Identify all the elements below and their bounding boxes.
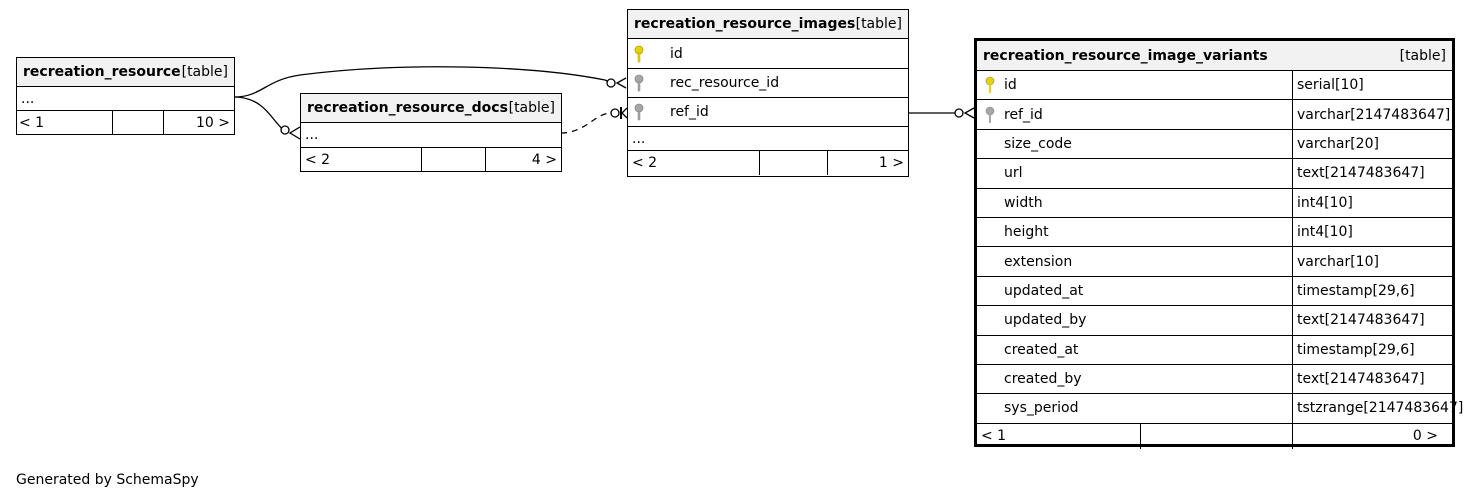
table-footer: < 2 4 > [301, 148, 561, 171]
column-name: updated_at [1004, 282, 1084, 299]
table-kind: [table] [1399, 47, 1446, 64]
table-name: recreation_resource_docs [307, 100, 508, 116]
more-columns: ... [301, 123, 561, 148]
table-header: recreation_resource_docs [table] [301, 94, 561, 123]
column-type: varchar[10] [1292, 247, 1452, 276]
column-row-ref-id[interactable]: ref_id varchar[2147483647] [977, 100, 1452, 130]
column-type: timestamp[29,6] [1292, 335, 1452, 364]
table-recreation-resource-image-variants[interactable]: recreation_resource_image_variants [tabl… [974, 38, 1463, 449]
column-name: id [670, 45, 683, 62]
generated-by-credit: Generated by SchemaSpy [16, 472, 199, 488]
children-count: 0 > [1412, 428, 1438, 445]
table-recreation-resource-docs[interactable]: recreation_resource_docs [table] ... < 2… [300, 93, 562, 172]
column-row-updated-by[interactable]: updated_by text[2147483647] [977, 306, 1452, 336]
children-count: 4 > [531, 151, 557, 168]
table-footer: < 2 1 > [628, 151, 908, 175]
column-type: int4[10] [1292, 188, 1452, 217]
more-columns: ... [17, 87, 234, 111]
foreign-key-icon [985, 100, 995, 128]
column-type: int4[10] [1292, 217, 1452, 247]
column-row-created-by[interactable]: created_by text[2147483647] [977, 364, 1452, 395]
foreign-key-icon [634, 98, 644, 126]
column-name: ref_id [1004, 106, 1043, 123]
column-row-extension[interactable]: extension varchar[10] [977, 247, 1452, 277]
table-footer: < 1 0 > [977, 423, 1452, 449]
column-row-size-code[interactable]: size_code varchar[20] [977, 129, 1452, 160]
column-type: varchar[20] [1292, 129, 1452, 159]
column-name: updated_by [1004, 312, 1087, 329]
table-name: recreation_resource_images [634, 16, 856, 32]
column-type: timestamp[29,6] [1292, 276, 1452, 306]
column-row-height[interactable]: height int4[10] [977, 217, 1452, 248]
column-type: serial[10] [1292, 71, 1452, 100]
parents-count: < 1 [19, 114, 45, 131]
column-type: text[2147483647] [1292, 306, 1452, 335]
column-row-created-at[interactable]: created_at timestamp[29,6] [977, 335, 1452, 365]
primary-key-icon [634, 39, 644, 68]
column-name: size_code [1004, 135, 1072, 152]
column-type: text[2147483647] [1292, 364, 1452, 394]
column-name: sys_period [1004, 400, 1079, 417]
column-name: height [1004, 224, 1049, 241]
parents-count: < 2 [305, 151, 331, 168]
column-row-ref-id[interactable]: ref_id [628, 98, 908, 127]
table-header: recreation_resource_image_variants [tabl… [977, 41, 1452, 71]
column-row-rec-resource-id[interactable]: rec_resource_id [628, 69, 908, 98]
table-name: recreation_resource_image_variants [983, 47, 1268, 64]
column-row-width[interactable]: width int4[10] [977, 188, 1452, 218]
foreign-key-icon [634, 69, 644, 97]
column-type: tstzrange[2147483647] [1292, 394, 1463, 423]
parents-count: < 2 [632, 155, 658, 171]
column-name: width [1004, 194, 1043, 211]
column-row-url[interactable]: url text[2147483647] [977, 159, 1452, 189]
column-name: created_by [1004, 371, 1082, 388]
column-name: rec_resource_id [670, 75, 780, 91]
table-header: recreation_resource_images [table] [628, 10, 908, 39]
column-name: id [1004, 77, 1017, 94]
column-type: varchar[2147483647] [1292, 100, 1452, 129]
column-name: url [1004, 165, 1023, 182]
column-type: text[2147483647] [1292, 159, 1452, 188]
table-kind: [table] [508, 100, 555, 116]
table-kind: [table] [181, 64, 228, 80]
parents-count: < 1 [981, 428, 1007, 445]
table-footer: < 1 10 > [17, 111, 234, 134]
column-row-id[interactable]: id serial[10] [977, 71, 1452, 101]
column-row-updated-at[interactable]: updated_at timestamp[29,6] [977, 276, 1452, 307]
more-columns: ... [628, 127, 908, 151]
table-recreation-resource[interactable]: recreation_resource [table] ... < 1 10 > [16, 57, 235, 135]
column-name: ref_id [670, 104, 709, 120]
column-row-sys-period[interactable]: sys_period tstzrange[2147483647] [977, 394, 1463, 424]
column-name: created_at [1004, 341, 1079, 358]
table-kind: [table] [855, 16, 902, 32]
table-recreation-resource-images[interactable]: recreation_resource_images [table] id re… [627, 9, 909, 177]
column-row-id[interactable]: id [628, 39, 908, 69]
table-header: recreation_resource [table] [17, 58, 234, 87]
column-name: extension [1004, 253, 1073, 270]
primary-key-icon [985, 71, 995, 99]
children-count: 10 > [196, 114, 230, 131]
table-name: recreation_resource [23, 64, 181, 80]
children-count: 1 > [878, 155, 904, 171]
